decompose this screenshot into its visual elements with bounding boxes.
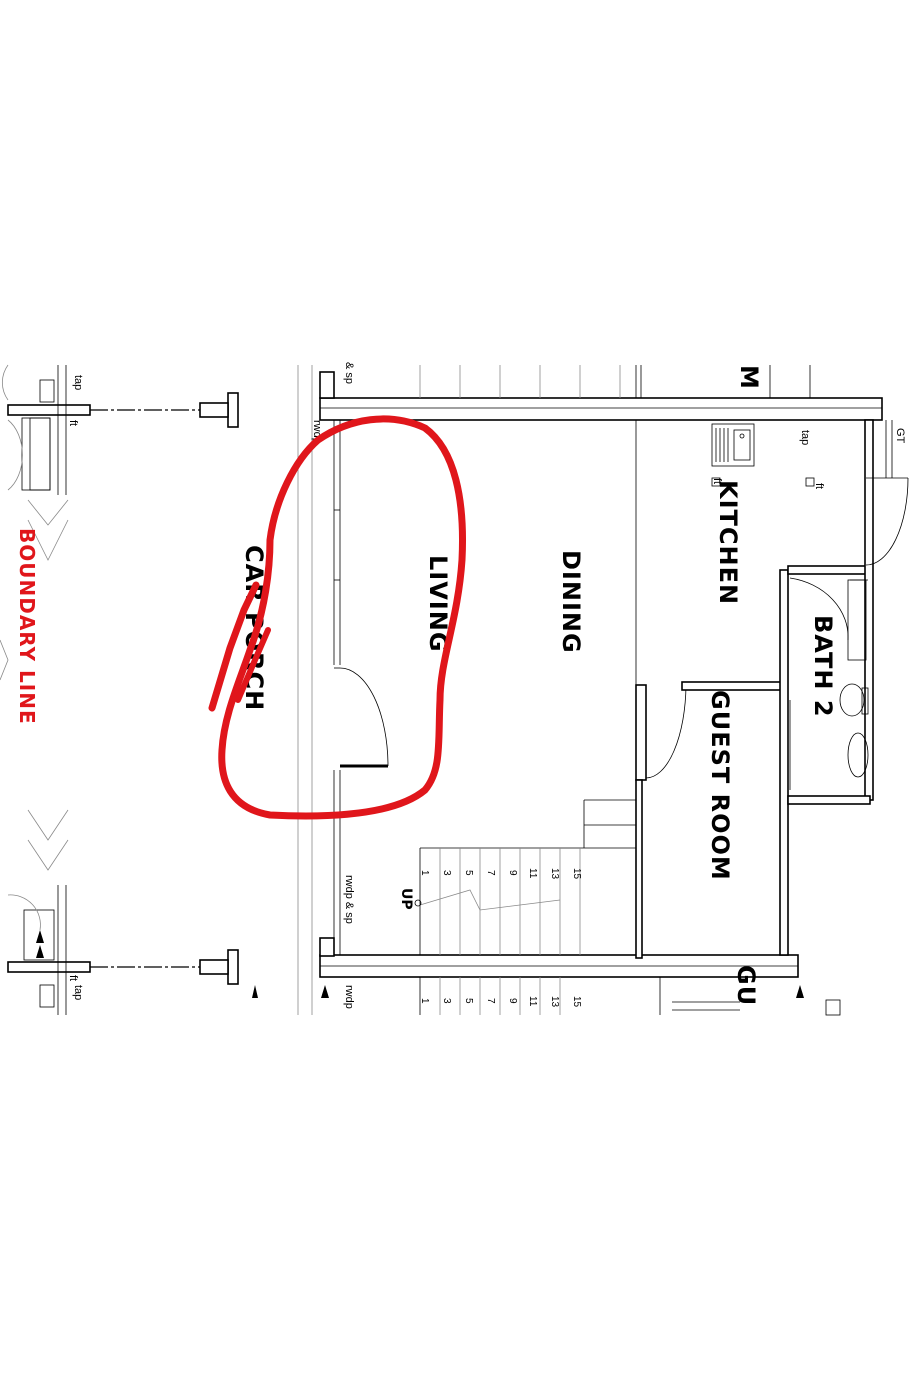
- stair-number: 11: [527, 868, 538, 879]
- note-rwdp-sp: rwdp & sp: [343, 875, 355, 924]
- room-label-guest-room: GUEST ROOM: [706, 690, 734, 881]
- staircase: [414, 847, 584, 1015]
- window-hatch: [419, 365, 621, 398]
- living-door: [334, 667, 389, 768]
- stair-numbers-lower: 1 3 5 7 9 11 13 15: [419, 996, 582, 1008]
- stair-number: 9: [507, 998, 518, 1004]
- red-annotation: [208, 415, 466, 820]
- annotation-stroke: [208, 581, 260, 712]
- room-label-partial-bottom: GU: [732, 965, 760, 1006]
- note-rwdp-bottom: rwdp: [343, 985, 355, 1009]
- stair-number: 1: [419, 870, 430, 876]
- bath-2: [787, 419, 874, 805]
- stair-number: 3: [441, 870, 452, 876]
- stair-number: 11: [527, 996, 538, 1007]
- arrow-icon: [252, 985, 258, 998]
- room-label-bath-2: BATH 2: [809, 615, 837, 718]
- room-label-kitchen: KITCHEN: [714, 480, 742, 605]
- arrow-icon: [36, 930, 44, 943]
- note-tap-kitchen: tap: [799, 430, 811, 445]
- plan-drawing: CAR PORCH LIVING DINING KITCHEN GUEST RO…: [0, 362, 909, 1016]
- gate-left-bottom: [7, 885, 239, 1015]
- note-tap-left-bottom: tap: [72, 985, 84, 1000]
- arrow-icon: [321, 985, 329, 998]
- note-ft-left-bottom: ft: [67, 975, 79, 981]
- annotation-loop: [218, 415, 466, 820]
- arrow-icon: [796, 985, 804, 998]
- note-ft-kitchen: ft: [813, 483, 825, 489]
- annotation-tick: [235, 627, 271, 703]
- room-label-dining: DINING: [557, 550, 585, 654]
- note-ft-sink: ft: [711, 478, 723, 484]
- guest-room-walls: [583, 569, 789, 959]
- note-up: UP: [398, 888, 414, 910]
- arrow-icon: [36, 945, 44, 958]
- note-ft-left-top: ft: [67, 420, 79, 426]
- kitchen-sink: [711, 423, 815, 487]
- boundary-line-label: BOUNDARY LINE: [15, 528, 39, 725]
- stair-number: 3: [441, 998, 452, 1004]
- stair-number: 1: [419, 998, 430, 1004]
- stair-number: 9: [507, 870, 518, 876]
- stair-number: 15: [571, 868, 582, 880]
- room-label-partial-top: M: [735, 365, 763, 390]
- partial-room-bottom: [659, 977, 841, 1016]
- boundary-markers: [0, 499, 69, 871]
- living-front-wall: [333, 420, 341, 955]
- note-gt: GT: [894, 428, 906, 444]
- bottom-wall: [319, 937, 799, 978]
- stair-number: 7: [485, 870, 496, 876]
- stair-number: 5: [463, 870, 474, 876]
- stair-numbers-upper: 1 3 5 7 9 11 13 15: [419, 868, 582, 880]
- stair-number: 15: [571, 996, 582, 1008]
- stair-number: 7: [485, 998, 496, 1004]
- top-wall: [319, 371, 883, 421]
- note-sp-top: & sp: [343, 362, 355, 384]
- stair-number: 13: [549, 868, 560, 880]
- stair-number: 13: [549, 996, 560, 1008]
- gate-left-top: [2, 364, 239, 495]
- stair-number: 5: [463, 998, 474, 1004]
- note-tap-left-top: tap: [72, 375, 84, 390]
- rear-door: [769, 365, 909, 566]
